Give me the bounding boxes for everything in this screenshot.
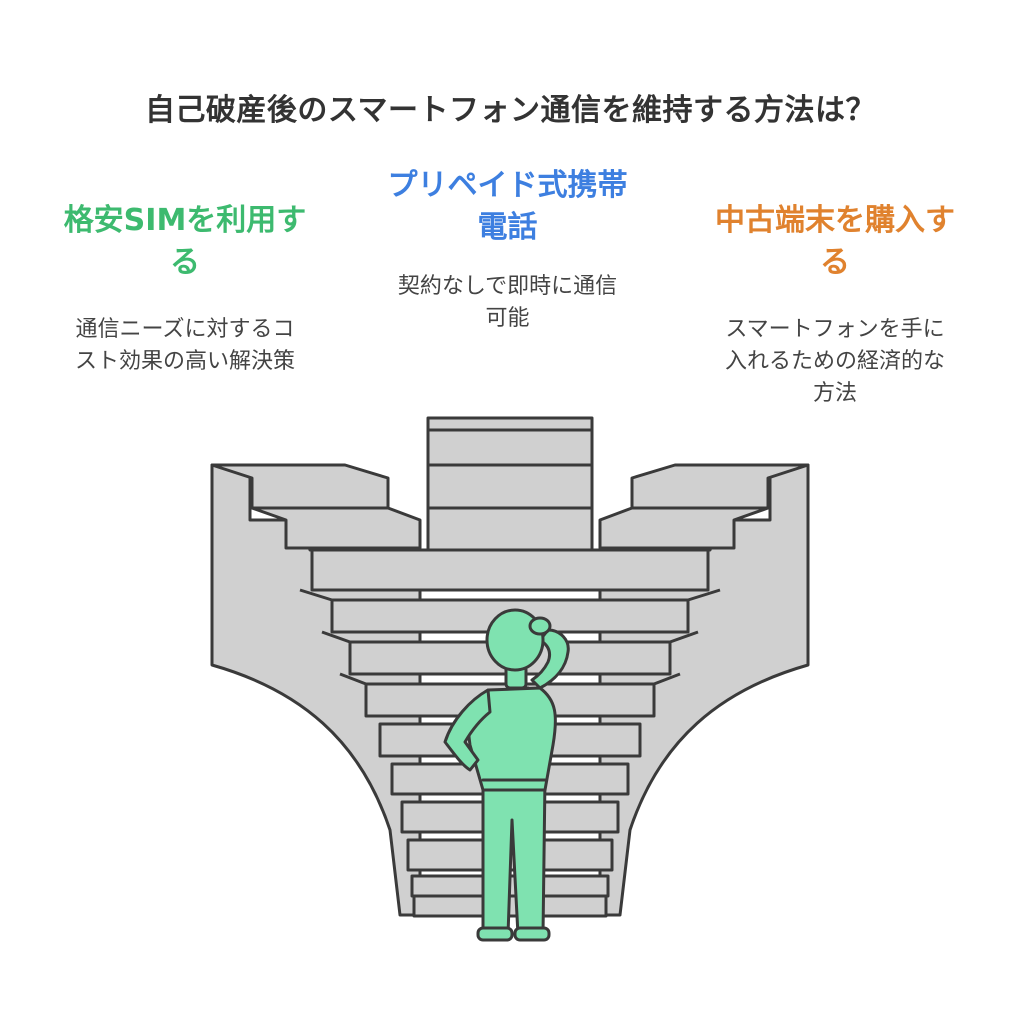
option-prepaid-phone: プリペイド式携帯 電話 契約なしで即時に通信 可能 [355,165,660,335]
option-title-line: る [170,245,200,280]
option-title-line: 中古端末を購入す [715,203,955,238]
option-description-line: 入れるための経済的な [724,349,945,374]
option-description-line: 方法 [812,381,857,406]
option-title-line: プリペイド式携帯 [387,168,628,203]
person [443,608,570,942]
main-step [310,548,710,592]
option-title: 中古端末を購入す る [690,200,980,284]
right-step [598,506,770,550]
left-step [250,506,422,550]
option-title-line: 格安SIMを利用す [63,203,307,238]
option-used-device: 中古端末を購入す る スマートフォンを手に 入れるための経済的な 方法 [690,200,980,410]
option-title: 格安SIMを利用す る [45,200,325,284]
option-title: プリペイド式携帯 電話 [355,165,660,249]
option-description-line: スマートフォンを手に [725,317,945,342]
option-description-line: 通信ニーズに対するコ [75,317,295,342]
option-description-line: 契約なしで即時に通信 [397,274,618,299]
center-tower [426,416,594,552]
option-title-line: る [820,245,850,280]
page-title: 自己破産後のスマートフォン通信を維持する方法は？ [144,93,877,128]
option-budget-sim: 格安SIMを利用す る 通信ニーズに対するコ スト効果の高い解決策 [45,200,325,378]
option-description-line: スト効果の高い解決策 [74,349,295,374]
option-description: 契約なしで即時に通信 可能 [355,271,660,335]
option-description-line: 可能 [485,306,530,331]
option-title-line: 電話 [477,210,538,245]
option-description: 通信ニーズに対するコ スト効果の高い解決策 [45,314,325,378]
option-description: スマートフォンを手に 入れるための経済的な 方法 [690,314,980,410]
